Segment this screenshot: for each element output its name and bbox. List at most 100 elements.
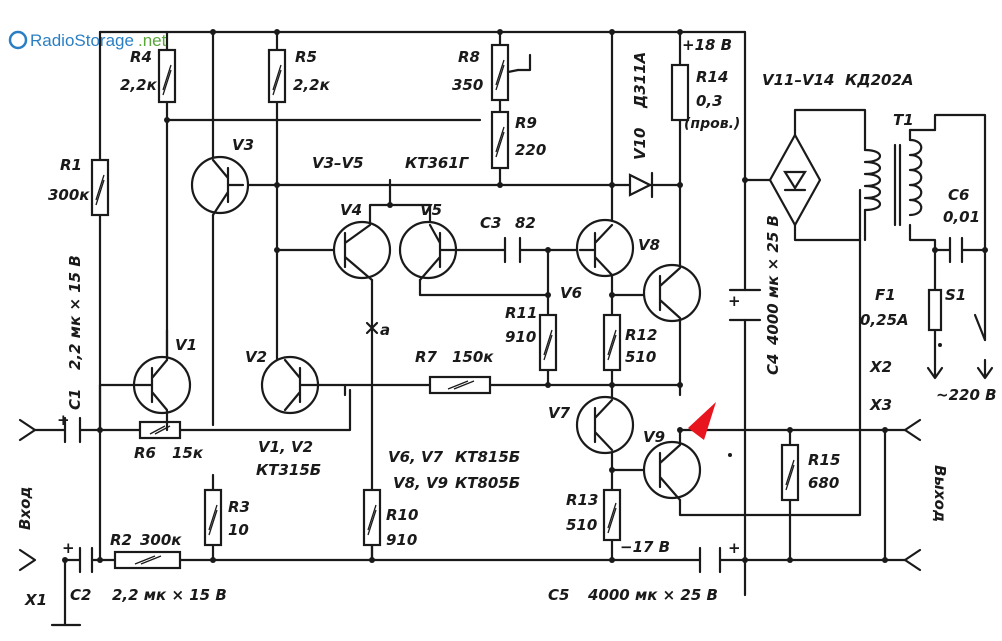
label-r15-value: 680: [808, 474, 839, 492]
transistor-v5: [398, 220, 458, 282]
label-v8v9-type: КТ805Б: [455, 474, 520, 492]
label-r3-value: 10: [228, 521, 249, 539]
label-v3v5: V3–V5: [312, 154, 364, 172]
resistor-r3: [203, 488, 223, 547]
label-r12: R12: [625, 326, 657, 344]
label-s1: S1: [945, 286, 966, 304]
resistor-r15: [780, 443, 800, 502]
label-v4: V4: [340, 201, 362, 219]
label-r7: R7: [415, 348, 438, 366]
label-c6-value: 0,01: [943, 208, 980, 226]
label-v10: V10: [631, 128, 649, 160]
label-f1: F1: [875, 286, 896, 304]
label-r5-value: 2,2к: [293, 76, 331, 94]
label-v1: V1: [175, 336, 197, 354]
label-c3: C3: [480, 214, 501, 232]
label-x3: X3: [869, 396, 892, 414]
label-v9: V9: [643, 428, 665, 446]
label-v7: V7: [548, 404, 571, 422]
label-input: Вход: [16, 486, 34, 530]
resistor-r7: [428, 375, 492, 395]
label-r11-value: 910: [505, 328, 536, 346]
transistor-v4: [332, 220, 392, 282]
label-c6: C6: [948, 186, 969, 204]
watermark-tld: .net: [138, 31, 167, 50]
label-c2: C2: [70, 586, 91, 604]
label-minus17: −17 В: [620, 538, 670, 556]
transistors: [132, 155, 702, 502]
fuse-f1: [927, 288, 943, 332]
label-v8v9: V8, V9: [393, 474, 448, 492]
resistor-r14: [670, 63, 690, 122]
transistor-v8: [575, 218, 635, 278]
transistor-v7: [575, 395, 635, 455]
resistor-r13: [602, 488, 622, 542]
label-r6: R6: [134, 444, 156, 462]
label-c5-plus: +: [728, 539, 741, 557]
radiostorage-logo-icon: [8, 30, 28, 50]
label-r11: R11: [505, 304, 537, 322]
switch-s1: [973, 313, 987, 342]
resistors: [90, 43, 800, 570]
label-c5: C5: [548, 586, 569, 604]
resistor-r4: [157, 48, 177, 104]
label-t1: T1: [893, 111, 914, 129]
label-r9: R9: [515, 114, 537, 132]
label-v3v5-type: КТ361Г: [405, 154, 470, 172]
label-r7-value: 150к: [452, 348, 494, 366]
label-c2-plus: +: [62, 539, 75, 557]
label-c4-value: 4000 мк × 25 В: [764, 215, 782, 346]
label-f1-value: 0,25А: [860, 311, 909, 329]
resistor-r6: [138, 420, 182, 440]
resistor-r1: [90, 158, 110, 217]
junctions: [62, 29, 988, 563]
label-v2: V2: [245, 348, 267, 366]
label-v10-type: Д311А: [631, 52, 649, 109]
point-a-cross: [365, 321, 379, 335]
label-v6v7: V6, V7: [388, 448, 444, 466]
labels: R1 300к R4 2,2к R5 2,2к V3 V3–V5 КТ361Г …: [16, 36, 997, 609]
label-r2: R2: [110, 531, 132, 549]
label-r15: R15: [808, 451, 840, 469]
capacitor-c2: [78, 546, 94, 574]
resistor-r8: [490, 43, 520, 102]
label-x2: X2: [869, 358, 892, 376]
label-r6-value: 15к: [172, 444, 204, 462]
terminals: [18, 358, 994, 572]
label-v1v2: V1, V2: [258, 438, 313, 456]
label-c2-value: 2,2 мк × 15 В: [112, 586, 227, 604]
transistor-v3: [190, 155, 250, 217]
label-c1: C1: [66, 389, 84, 410]
label-v3: V3: [232, 136, 254, 154]
label-v6: V6: [560, 284, 582, 302]
label-r1-value: 300к: [48, 186, 90, 204]
label-r10: R10: [386, 506, 418, 524]
label-c4: C4: [764, 354, 782, 375]
resistor-r11: [538, 313, 558, 372]
label-c3-value: 82: [515, 214, 536, 232]
label-r5: R5: [295, 48, 317, 66]
label-r13: R13: [566, 491, 598, 509]
capacitor-c3: [503, 236, 522, 264]
capacitor-c5: [698, 546, 722, 574]
transformer-t1: [863, 128, 937, 242]
label-r8-value: 350: [452, 76, 483, 94]
label-v11v14-type: КД202А: [845, 71, 914, 89]
label-mains: ~220 В: [936, 386, 997, 404]
capacitor-c4: [728, 288, 762, 322]
label-c5-value: 4000 мк × 25 В: [587, 586, 718, 604]
wires: [33, 30, 987, 627]
label-v1v2-type: КТ315Б: [256, 461, 321, 479]
resistor-r9: [490, 110, 510, 170]
label-v8: V8: [638, 236, 660, 254]
label-output: Выход: [931, 465, 949, 522]
label-r14: R14: [696, 68, 728, 86]
label-r1: R1: [60, 156, 82, 174]
capacitors: [63, 236, 964, 574]
resistor-r12: [602, 313, 622, 372]
label-v5: V5: [420, 201, 442, 219]
diode-bridge: [783, 170, 807, 192]
watermark-brand: RadioStorage: [30, 31, 134, 50]
resistor-r10: [362, 488, 382, 547]
